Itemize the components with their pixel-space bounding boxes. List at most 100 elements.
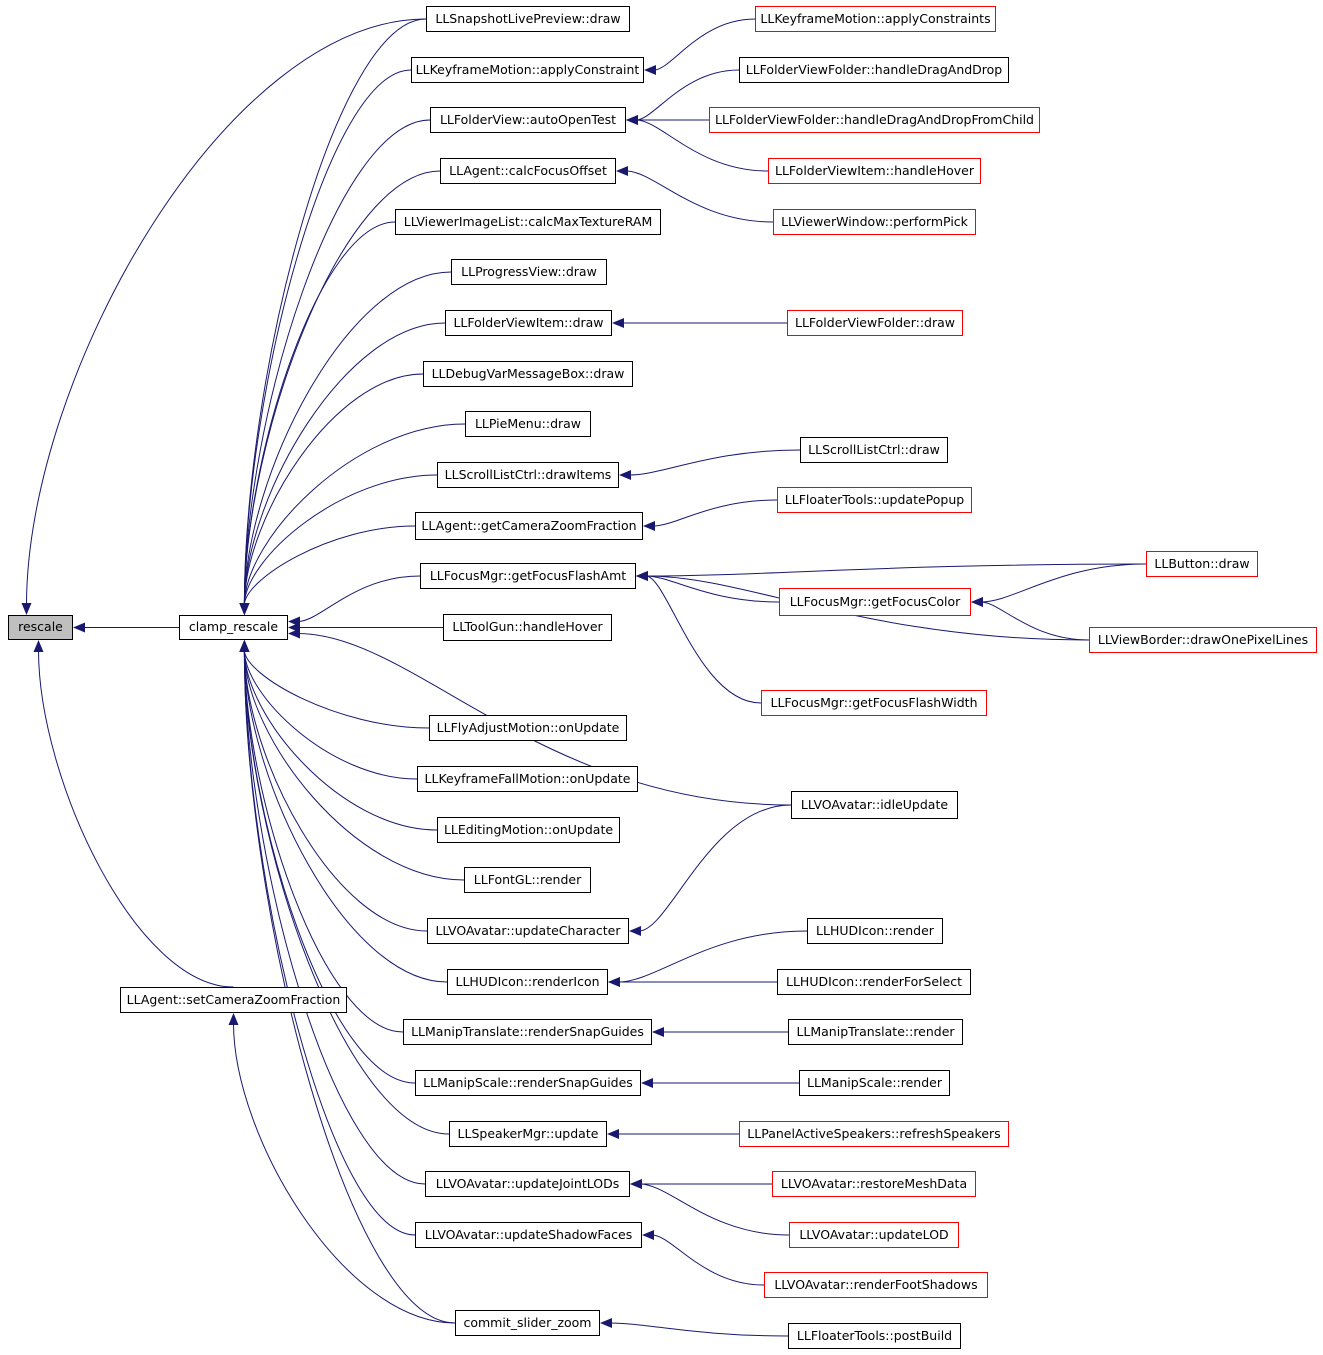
node-folderItemDraw[interactable]: LLFolderViewItem::draw: [445, 310, 612, 336]
node-updateJointLODs[interactable]: LLVOAvatar::updateJointLODs: [425, 1171, 630, 1197]
node-hudRenderForSelect[interactable]: LLHUDIcon::renderForSelect: [777, 969, 971, 995]
node-translateSnap[interactable]: LLManipTranslate::renderSnapGuides: [403, 1019, 652, 1045]
call-edge: [628, 449, 801, 476]
call-edge: [243, 423, 466, 606]
call-edge: [243, 649, 404, 1033]
node-buttonDraw[interactable]: LLButton::draw: [1146, 551, 1258, 577]
call-edge: [635, 119, 769, 172]
node-performPick[interactable]: LLViewerWindow::performPick: [773, 209, 976, 235]
call-edge: [638, 804, 792, 932]
node-renderIcon[interactable]: LLHUDIcon::renderIcon: [447, 969, 608, 995]
edge-arrowhead: [642, 1230, 654, 1240]
node-calcFocusOffset[interactable]: LLAgent::calcFocusOffset: [440, 158, 616, 184]
node-progressDraw[interactable]: LLProgressView::draw: [451, 259, 607, 285]
node-pieMenuDraw[interactable]: LLPieMenu::draw: [465, 411, 591, 437]
node-rescale[interactable]: rescale: [8, 615, 73, 640]
edge-arrowhead: [626, 115, 638, 125]
node-folderItemHover[interactable]: LLFolderViewItem::handleHover: [768, 158, 981, 184]
node-scaleRender[interactable]: LLManipScale::render: [799, 1070, 950, 1096]
edge-arrowhead: [971, 597, 983, 607]
node-postBuild[interactable]: LLFloaterTools::postBuild: [788, 1323, 961, 1349]
node-setCameraZoomFraction[interactable]: LLAgent::setCameraZoomFraction: [120, 987, 347, 1013]
node-flyAdjust[interactable]: LLFlyAdjustMotion::onUpdate: [429, 715, 627, 741]
call-edge: [625, 170, 774, 223]
node-handleDragAndDrop[interactable]: LLFolderViewFolder::handleDragAndDrop: [739, 57, 1009, 83]
node-kfApplyConstraints[interactable]: LLKeyframeMotion::applyConstraints: [755, 6, 996, 32]
call-edge: [635, 69, 740, 121]
call-edge: [38, 649, 234, 988]
edge-arrowhead: [643, 521, 655, 531]
call-edge: [980, 601, 1090, 641]
call-edge: [243, 18, 427, 606]
edge-arrowhead: [608, 977, 620, 987]
node-renderFootShadows[interactable]: LLVOAvatar::renderFootShadows: [764, 1272, 988, 1298]
call-edge: [243, 649, 465, 881]
call-edge: [653, 18, 756, 71]
node-editingMotion[interactable]: LLEditingMotion::onUpdate: [437, 817, 620, 843]
call-edge: [651, 1234, 765, 1286]
node-toolGunHover[interactable]: LLToolGun::handleHover: [443, 614, 612, 641]
edge-arrowhead: [612, 318, 624, 328]
node-getCameraZoomFraction[interactable]: LLAgent::getCameraZoomFraction: [415, 512, 643, 540]
call-edge: [243, 649, 438, 831]
node-kfApplyConstraint[interactable]: LLKeyframeMotion::applyConstraint: [411, 57, 644, 83]
node-drawOnePixelLines[interactable]: LLViewBorder::drawOnePixelLines: [1089, 627, 1317, 653]
node-drawItems[interactable]: LLScrollListCtrl::drawItems: [437, 462, 619, 488]
call-edge: [243, 649, 448, 983]
call-edge: [243, 119, 431, 606]
node-hudRender[interactable]: LLHUDIcon::render: [807, 918, 943, 944]
node-refreshSpeakers[interactable]: LLPanelActiveSpeakers::refreshSpeakers: [739, 1121, 1009, 1147]
node-translateRender[interactable]: LLManipTranslate::render: [788, 1019, 963, 1045]
edge-arrowhead: [33, 640, 44, 652]
node-speakerUpdate[interactable]: LLSpeakerMgr::update: [449, 1121, 607, 1147]
node-scaleSnap[interactable]: LLManipScale::renderSnapGuides: [415, 1070, 641, 1096]
edge-arrowhead: [652, 1027, 664, 1037]
node-getFocusFlashAmt[interactable]: LLFocusMgr::getFocusFlashAmt: [420, 563, 636, 589]
call-edge: [639, 1183, 790, 1236]
call-edge: [243, 373, 424, 606]
node-clamp_rescale[interactable]: clamp_rescale: [179, 615, 288, 640]
node-commitSliderZoom[interactable]: commit_slider_zoom: [455, 1310, 600, 1336]
node-idleUpdate[interactable]: LLVOAvatar::idleUpdate: [791, 791, 958, 819]
call-edge: [243, 649, 418, 780]
node-restoreMeshData[interactable]: LLVOAvatar::restoreMeshData: [772, 1171, 976, 1197]
edge-arrowhead: [288, 628, 300, 639]
edge-arrowhead: [600, 1318, 612, 1328]
node-getFocusColor[interactable]: LLFocusMgr::getFocusColor: [779, 588, 971, 616]
node-updateLOD[interactable]: LLVOAvatar::updateLOD: [789, 1222, 959, 1248]
edge-arrowhead: [636, 571, 648, 581]
node-updateCharacter[interactable]: LLVOAvatar::updateCharacter: [427, 918, 629, 944]
edge-arrowhead: [619, 470, 631, 480]
call-edge: [617, 930, 808, 983]
call-edge: [652, 499, 778, 527]
node-debugVarDraw[interactable]: LLDebugVarMessageBox::draw: [423, 361, 633, 387]
edge-arrowhead: [616, 166, 628, 176]
call-edge: [26, 18, 427, 606]
node-updatePopup[interactable]: LLFloaterTools::updatePopup: [777, 487, 972, 513]
call-edge: [243, 649, 428, 932]
call-edge: [243, 649, 456, 1324]
edge-arrowhead: [73, 622, 85, 633]
call-edge: [645, 563, 1147, 577]
node-autoOpenTest[interactable]: LLFolderView::autoOpenTest: [430, 107, 626, 133]
node-updateShadowFaces[interactable]: LLVOAvatar::updateShadowFaces: [415, 1222, 642, 1248]
node-snapshotDraw[interactable]: LLSnapshotLivePreview::draw: [426, 6, 630, 32]
node-fontRender[interactable]: LLFontGL::render: [464, 867, 591, 893]
node-folderFolderDraw[interactable]: LLFolderViewFolder::draw: [787, 310, 963, 336]
call-edge: [645, 575, 780, 603]
edge-arrowhead: [239, 603, 250, 615]
edge-arrowhead: [630, 1179, 642, 1189]
node-handleDragAndDropFromChild[interactable]: LLFolderViewFolder::handleDragAndDropFro…: [709, 107, 1040, 133]
node-getFocusFlashWidth[interactable]: LLFocusMgr::getFocusFlashWidth: [761, 690, 987, 716]
call-edge: [645, 575, 762, 704]
node-scrollListDraw[interactable]: LLScrollListCtrl::draw: [800, 437, 948, 463]
call-edge: [609, 1322, 789, 1337]
call-edge: [243, 322, 446, 606]
node-kfFall[interactable]: LLKeyframeFallMotion::onUpdate: [417, 766, 638, 792]
call-edge: [243, 221, 396, 606]
call-edge: [980, 563, 1147, 603]
node-calcMaxTextureRAM[interactable]: LLViewerImageList::calcMaxTextureRAM: [395, 209, 661, 235]
call-edge: [243, 271, 452, 606]
